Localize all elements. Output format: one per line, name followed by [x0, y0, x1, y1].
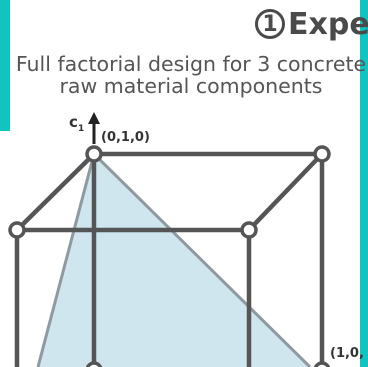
- up-arrow-icon: [88, 112, 100, 144]
- vertex-back-top-right: [313, 145, 331, 163]
- subtitle-line-2: raw material components: [59, 74, 323, 98]
- right-accent-bar: [360, 0, 368, 367]
- mixture-plane: [38, 154, 310, 367]
- heading-text: Exper: [288, 6, 368, 42]
- vertex-1-0-x: [313, 361, 331, 367]
- subtitle: Full factorial design for 3 concrete raw…: [0, 53, 368, 97]
- step-number-badge: 1: [255, 9, 285, 39]
- vertex-back-bottom-left: [85, 361, 103, 367]
- subtitle-line-1: Full factorial design for 3 concrete: [15, 52, 367, 76]
- cube-edge-top-right-depth: [247, 152, 324, 232]
- vertex-front-top-left: [8, 221, 26, 239]
- section-heading: 1 Exper: [255, 4, 368, 44]
- plane-edge-right: [92, 152, 312, 367]
- axis-label-c: c: [69, 113, 78, 131]
- vertex-label-right: (1,0,: [330, 346, 364, 361]
- vertex-0-1-0: [85, 145, 103, 163]
- vertex-front-top-right: [240, 221, 258, 239]
- cube-edge-top-left-depth: [15, 152, 96, 232]
- plane-edge-left: [36, 153, 96, 367]
- axis-label-subscript: 1: [78, 124, 84, 134]
- left-accent-bar: [0, 0, 10, 131]
- vertex-label-top: (0,1,0): [101, 130, 150, 145]
